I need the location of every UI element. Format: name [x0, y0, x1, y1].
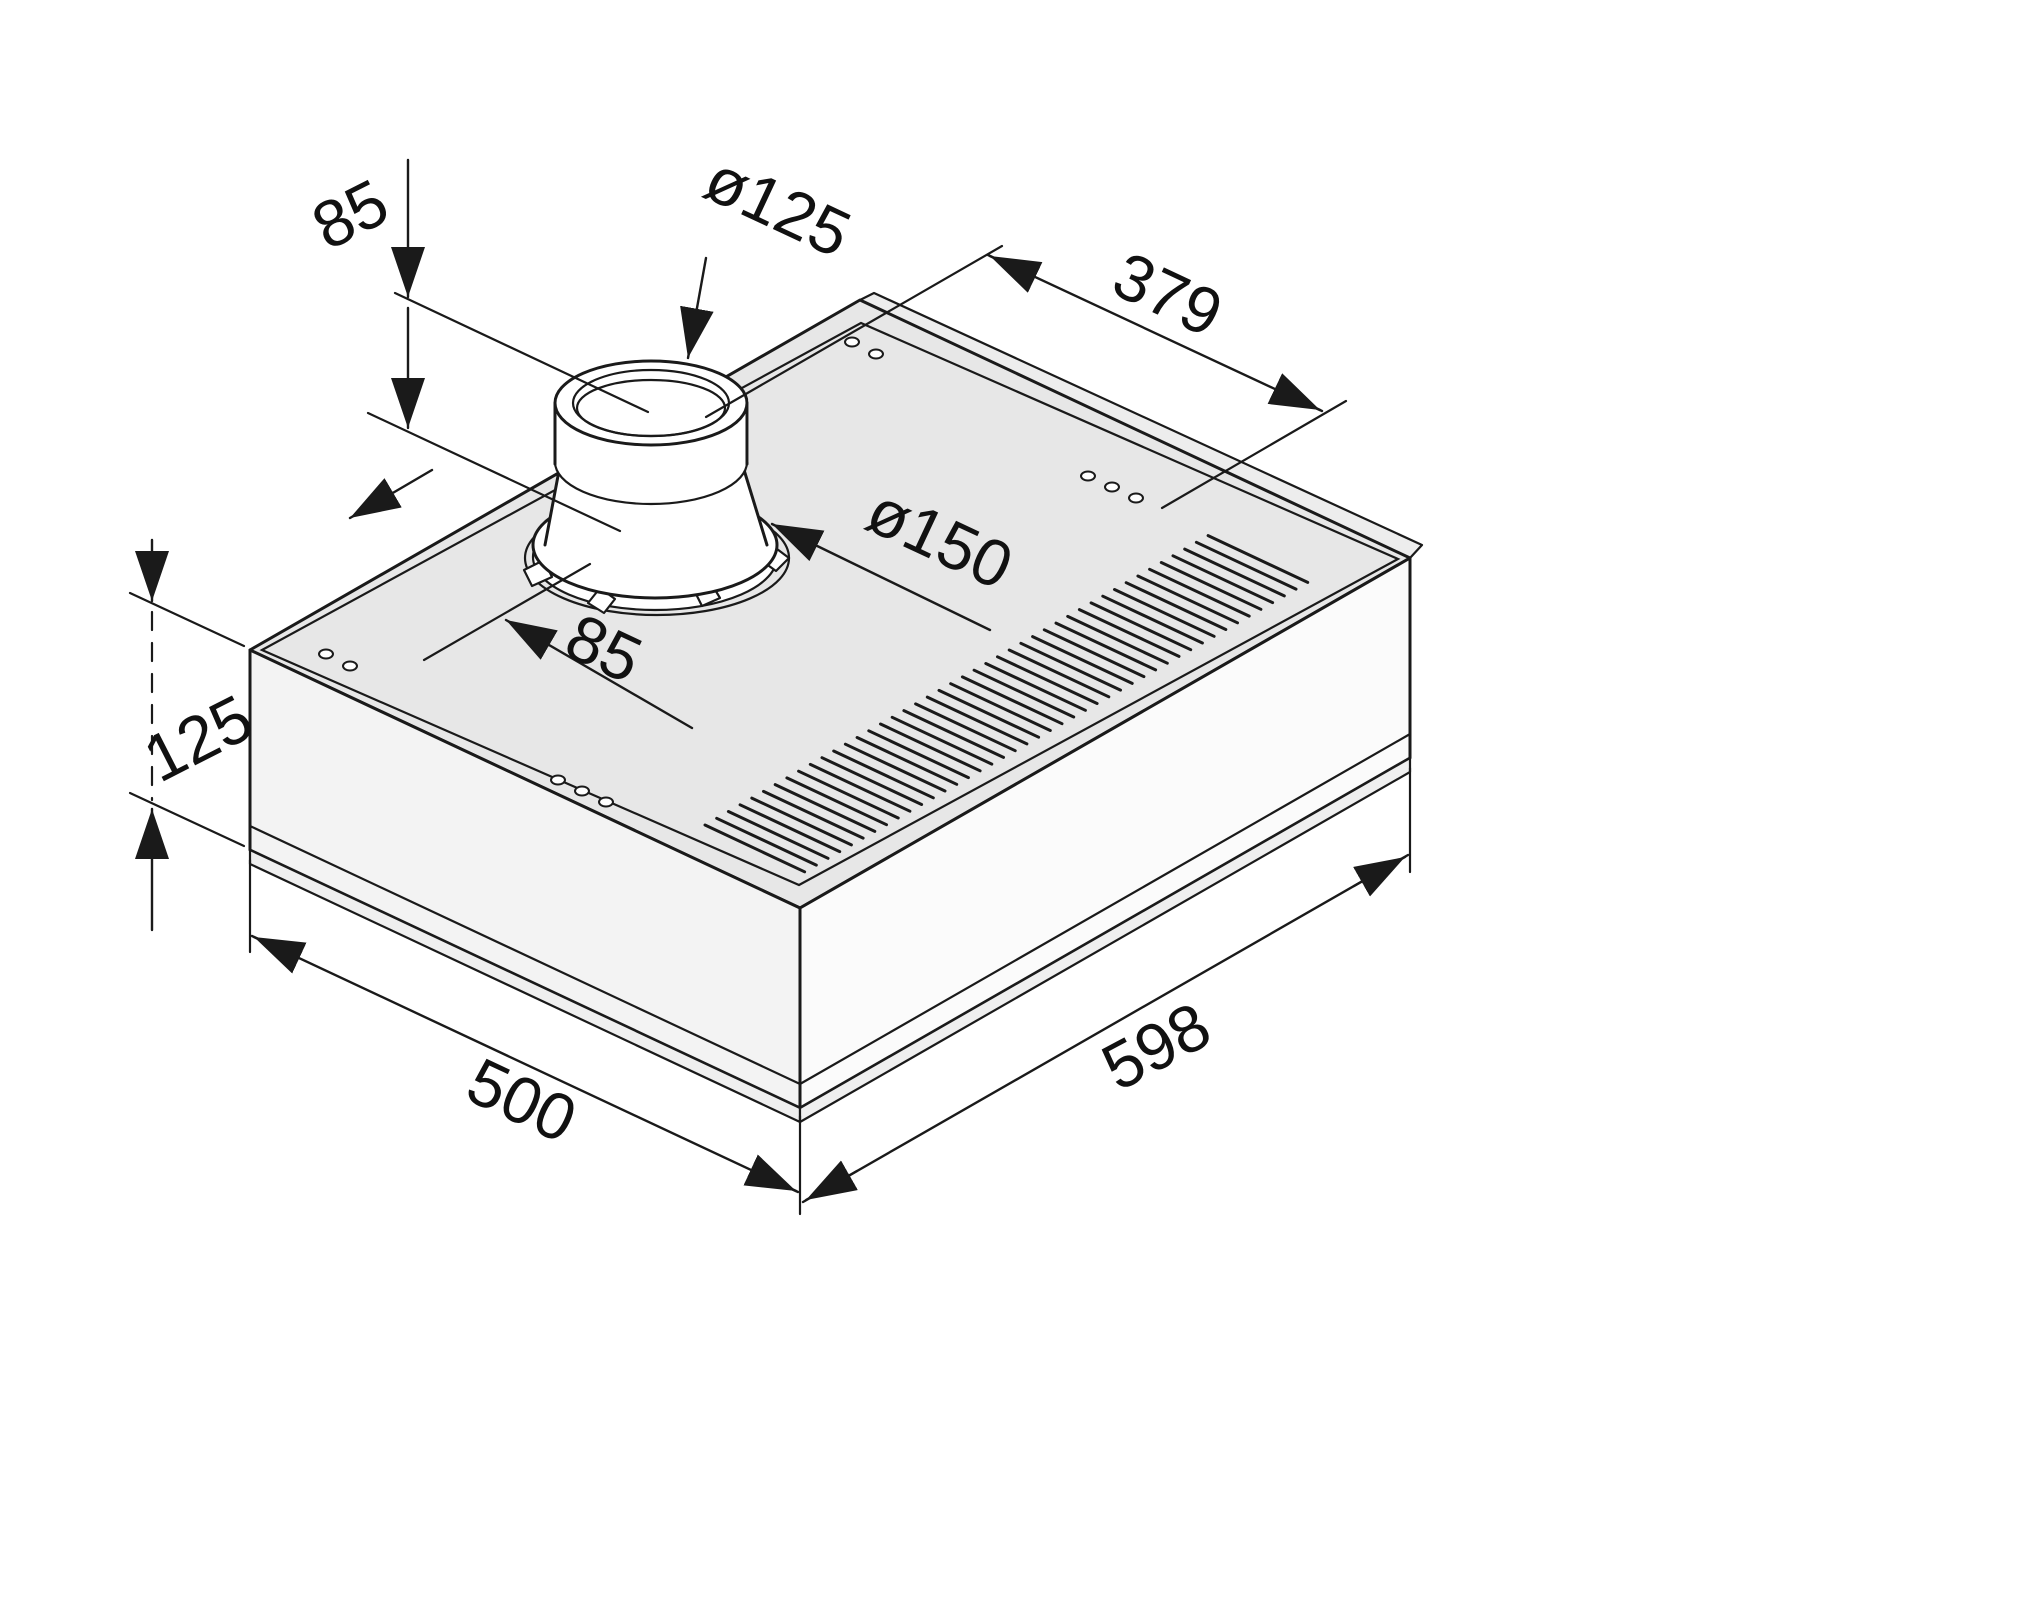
- vent-slot: [1136, 574, 1239, 625]
- screw-holes: [318, 336, 1144, 808]
- vent-slot: [762, 789, 865, 840]
- vent-slot: [1183, 547, 1286, 598]
- vent-slot: [1171, 554, 1275, 605]
- extension-line: [366, 411, 622, 533]
- screw-hole: [318, 648, 334, 660]
- vent-slot: [937, 688, 1041, 739]
- vent-slot: [1101, 594, 1204, 645]
- arrow-right: [743, 1154, 798, 1193]
- vent-slot: [750, 796, 853, 847]
- vent-slot: [925, 695, 1029, 746]
- dim-label-duct-rear-offset: 85: [300, 164, 399, 263]
- vent-slot: [1066, 614, 1169, 665]
- vent-slot: [738, 803, 842, 854]
- arrow-left: [988, 254, 1043, 293]
- vent-slot: [902, 709, 1005, 759]
- dimension-line: [801, 853, 1410, 1204]
- hood-body: [248, 291, 1424, 1124]
- arrow-left: [348, 468, 434, 520]
- screw-hole: [574, 785, 590, 797]
- vent-slot: [726, 810, 830, 860]
- vent-slot: [1019, 641, 1122, 692]
- dim-label-body-width: 598: [1090, 987, 1222, 1104]
- screw-hole: [598, 796, 614, 808]
- duct-cone-right-edge: [739, 458, 769, 547]
- vent-slot: [820, 756, 924, 806]
- screw-hole: [1104, 481, 1120, 493]
- vent-slot: [1159, 561, 1263, 611]
- vent-slot: [1042, 628, 1146, 679]
- vent-slot: [914, 702, 1017, 753]
- dim-label-duct-top-diameter: ø125: [694, 141, 862, 272]
- dim-body-height: 125: [128, 538, 264, 932]
- extension-line: [422, 562, 592, 662]
- leader-line: [680, 256, 714, 360]
- arrow-right: [1267, 373, 1322, 412]
- extension-line: [704, 244, 1004, 419]
- screw-hole: [1080, 470, 1096, 482]
- dimension-line: [986, 253, 1324, 413]
- vent-slot: [808, 762, 912, 813]
- screw-hole: [1128, 492, 1144, 504]
- vent-slot: [1148, 567, 1251, 618]
- vent-slot: [972, 668, 1076, 719]
- extension-line: [128, 591, 246, 648]
- vent-slot: [984, 662, 1087, 712]
- vent-slot: [785, 776, 888, 827]
- arrow-right: [1352, 855, 1407, 897]
- vent-slot: [879, 722, 982, 773]
- vent-slot: [1194, 540, 1298, 591]
- dim-label-body-depth: 500: [456, 1043, 587, 1157]
- arrow-left: [804, 1160, 859, 1202]
- dim-label-duct-to-right-edge: 379: [1102, 237, 1233, 351]
- duct-connector: [522, 359, 791, 617]
- extension-line: [128, 791, 246, 848]
- screw-hole: [868, 348, 884, 360]
- vent-slot: [832, 749, 935, 800]
- extension-line: [393, 291, 650, 414]
- bottom-lip-left: [248, 824, 802, 1086]
- vent-slot: [1054, 621, 1158, 672]
- vent-slot: [949, 682, 1052, 732]
- vent-slot: [960, 675, 1064, 726]
- screw-hole: [844, 336, 860, 348]
- extension-line: [1160, 399, 1348, 510]
- arrow-left: [252, 935, 307, 974]
- vent-slot: [1077, 608, 1181, 658]
- vent-slot: [996, 655, 1099, 705]
- vent-slot: [703, 823, 807, 874]
- screw-hole: [550, 774, 566, 786]
- vent-slot: [1007, 648, 1111, 699]
- screw-hole: [342, 660, 358, 672]
- vent-slot: [855, 736, 959, 786]
- vent-slot: [1124, 581, 1228, 631]
- bottom-lip-right: [798, 732, 1412, 1086]
- vent-slot: [797, 769, 900, 820]
- duct-inner-wall: [575, 378, 727, 438]
- vent-slot: [890, 715, 994, 766]
- vent-slot: [1113, 588, 1216, 638]
- arrow-right: [504, 618, 694, 730]
- vent-slots: [703, 534, 1310, 874]
- vent-slot: [843, 742, 947, 793]
- vent-slot: [1206, 534, 1310, 584]
- dimension-line: [250, 934, 800, 1194]
- vent-slot: [773, 783, 877, 833]
- vent-slot: [1089, 601, 1193, 652]
- vent-slot: [715, 816, 818, 867]
- leader-line: [770, 522, 992, 632]
- vent-slot: [1031, 635, 1134, 685]
- vent-slot: [867, 729, 970, 780]
